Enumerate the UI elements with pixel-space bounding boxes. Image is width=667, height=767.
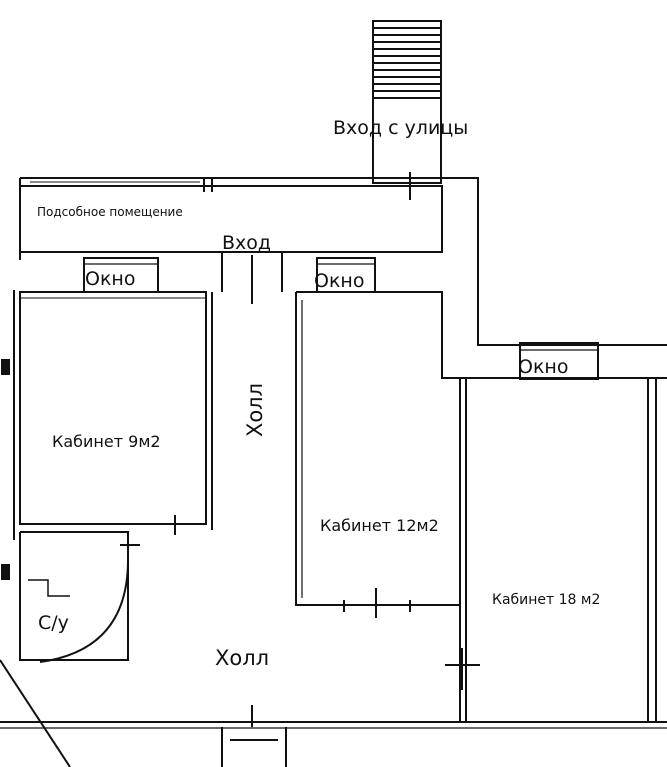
street-entrance-label: Вход с улицы [333, 117, 469, 139]
office-9-label: Кабинет 9м2 [52, 432, 161, 451]
office-9-walls [19, 291, 207, 525]
office-12-walls [295, 291, 461, 606]
office-12-label: Кабинет 12м2 [320, 516, 439, 535]
office-18-label: Кабинет 18 м2 [492, 592, 601, 608]
window-3-label: Окно [518, 356, 569, 378]
window-1-label: Окно [85, 268, 136, 290]
bathroom-label: С/у [38, 612, 69, 634]
entrance-stairs [372, 20, 442, 184]
hall-bottom-label: Холл [215, 646, 270, 670]
entrance-label: Вход [222, 232, 272, 254]
window-2-label: Окно [314, 270, 365, 292]
bathroom-walls [19, 531, 129, 661]
hall-vertical-label: Холл [243, 382, 268, 438]
outer-wall [20, 177, 667, 346]
utility-room-label: Подсобное помещение [37, 205, 183, 219]
